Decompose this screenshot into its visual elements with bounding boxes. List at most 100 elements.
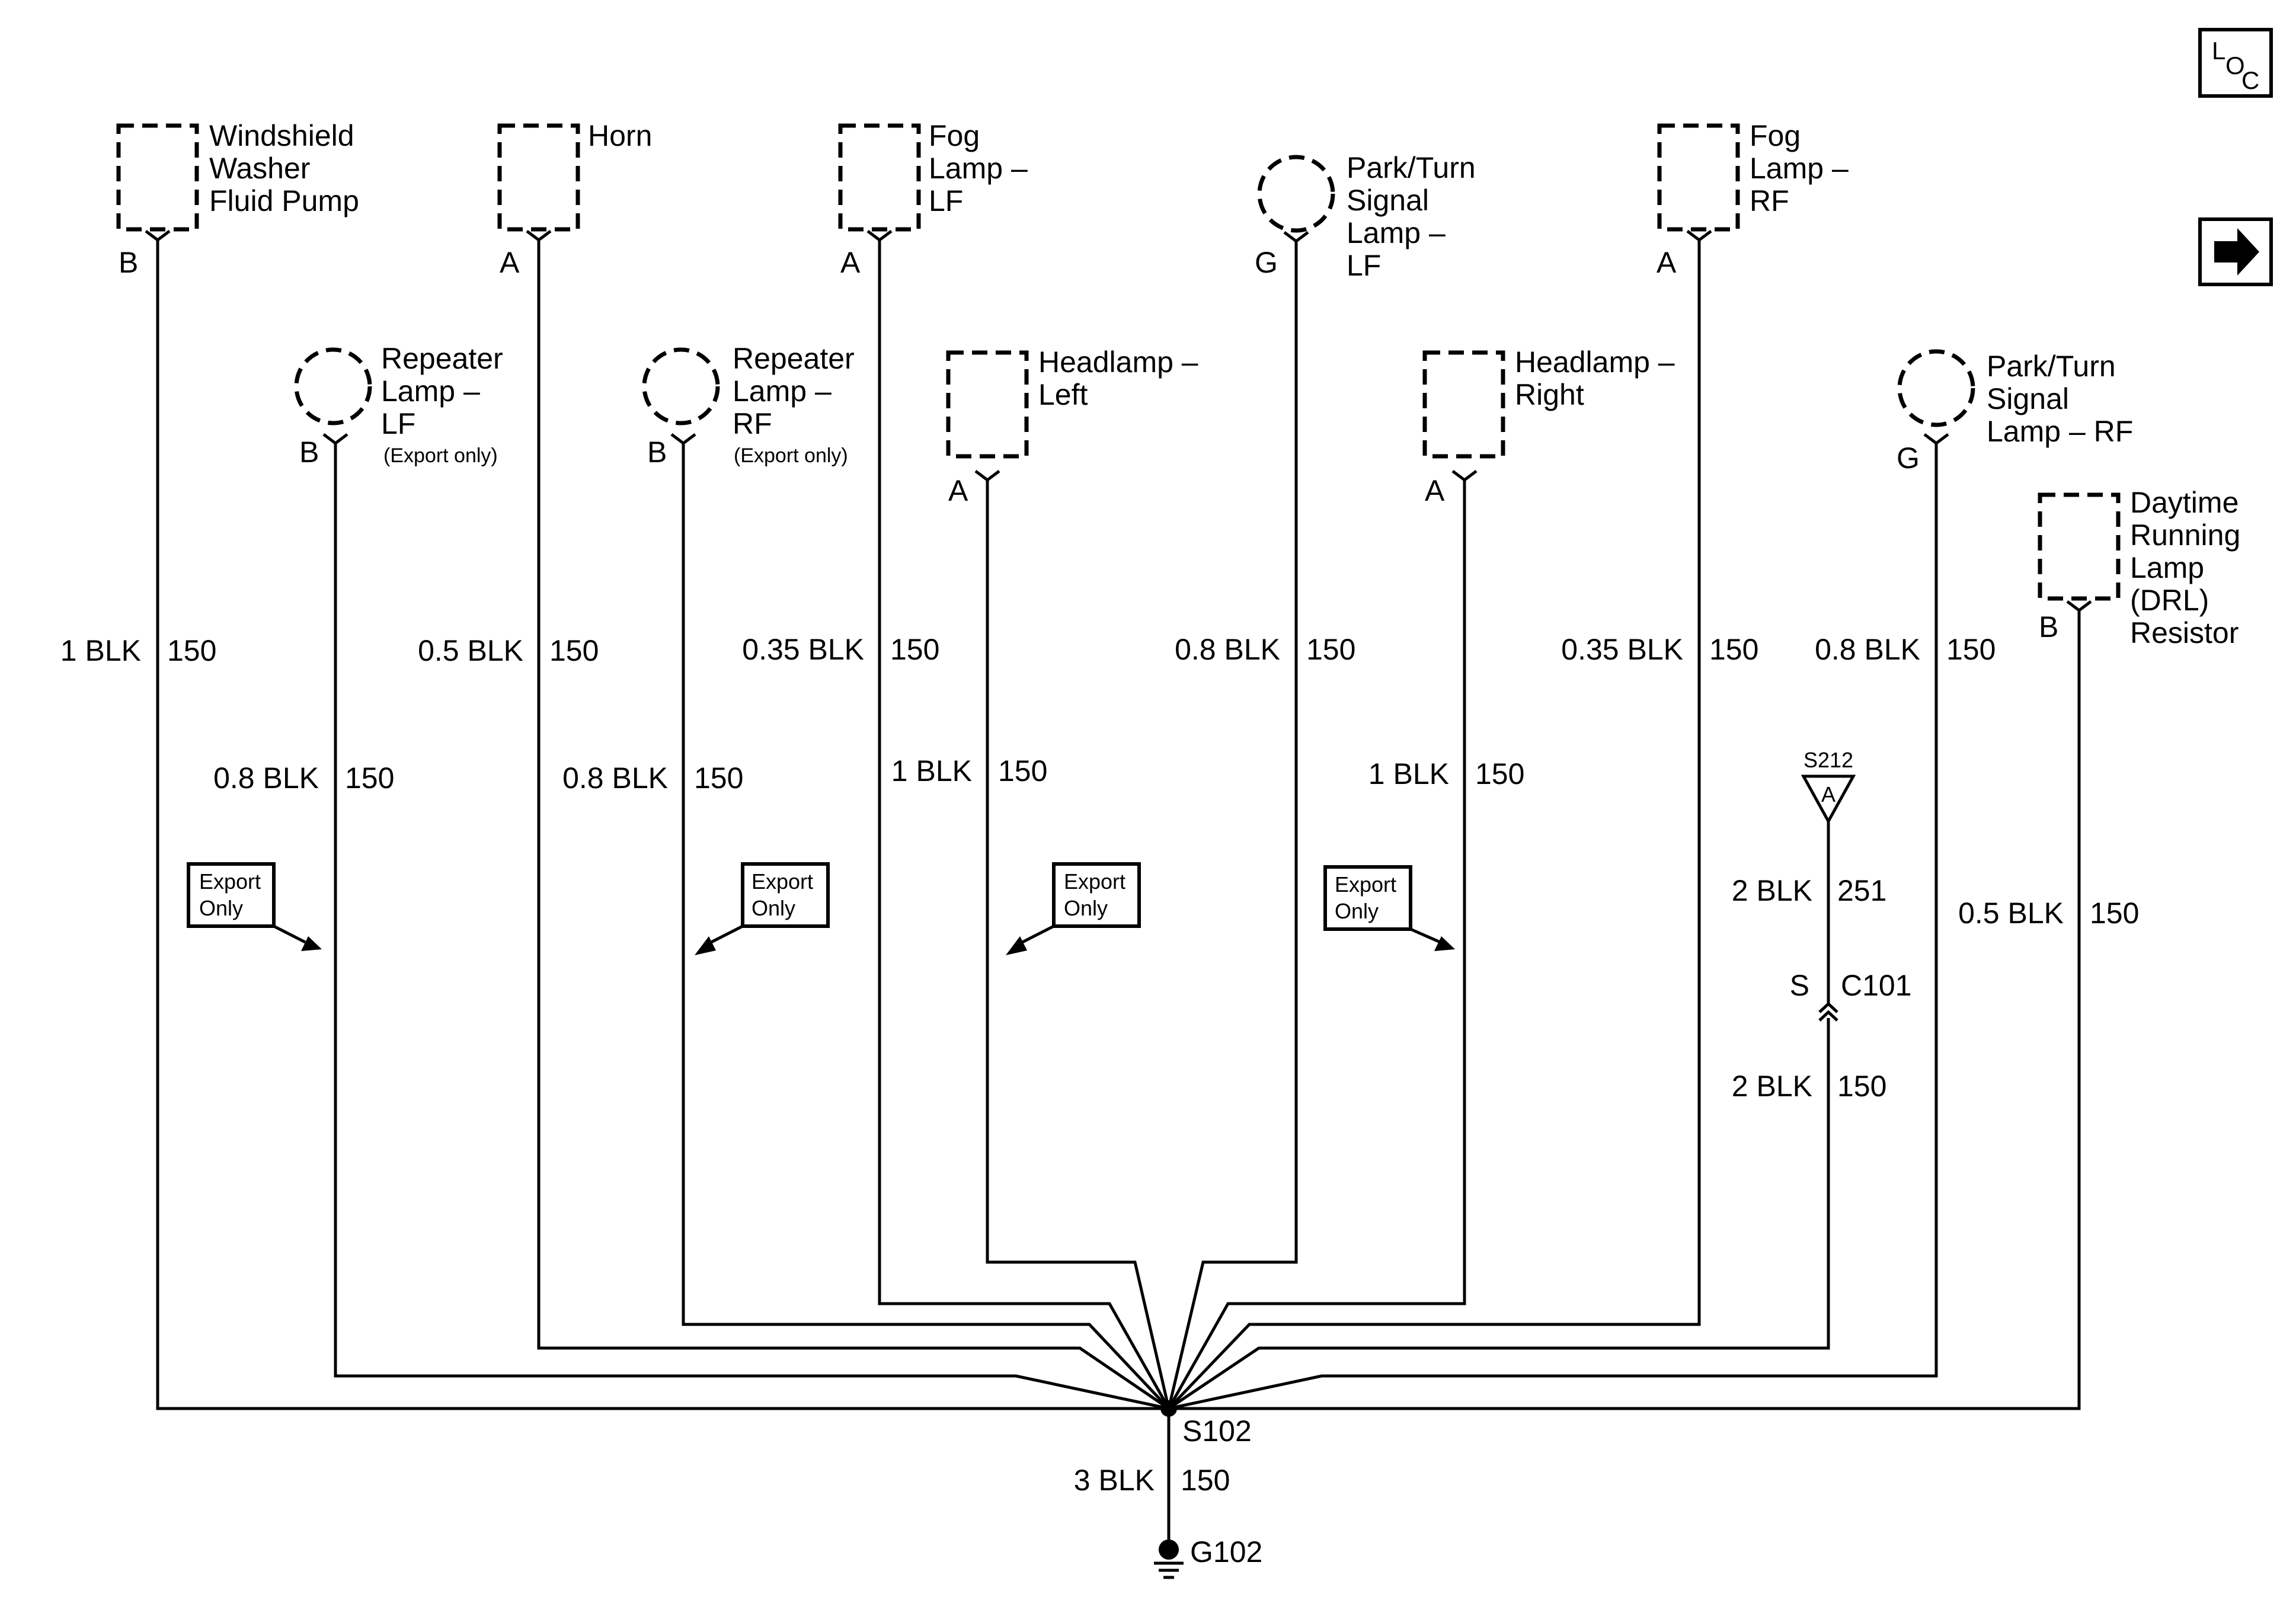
- connector-name: C101: [1841, 969, 1912, 1002]
- next-page-button[interactable]: [2198, 217, 2273, 286]
- export-only-callout: Export Only: [695, 862, 830, 955]
- component-label: Resistor: [2130, 616, 2239, 649]
- ground-g102: G102: [1154, 1535, 1262, 1579]
- horn: Horn A: [497, 119, 652, 279]
- component-label: Park/Turn: [1347, 151, 1476, 184]
- component-label: Headlamp –: [1038, 345, 1198, 379]
- component-label: Right: [1515, 378, 1584, 411]
- ground-label: G102: [1190, 1535, 1262, 1569]
- drl-resistor: Daytime Running Lamp (DRL) Resistor B: [2038, 486, 2240, 649]
- component-label: Running: [2130, 518, 2240, 552]
- component-label: Daytime: [2130, 486, 2239, 519]
- pin-label: G: [1897, 441, 1920, 475]
- export-callouts: Export Only Export Only Export Only Expo…: [187, 862, 1455, 955]
- wire-circuit: 150: [1475, 757, 1524, 790]
- component-label: Left: [1038, 378, 1088, 411]
- callout-text: Only: [1064, 896, 1108, 920]
- repeater-lamp-lf: Repeater Lamp – LF (Export only) B: [294, 342, 503, 469]
- component-label: Signal: [1987, 382, 2069, 415]
- wire-s212-c101: [1168, 821, 1830, 1410]
- component-label: LF: [929, 184, 963, 217]
- pin-label: B: [119, 246, 138, 279]
- pin-label: A: [1657, 246, 1677, 279]
- splice-pin-label: A: [1821, 782, 1835, 806]
- wire-circuit: 150: [1709, 633, 1758, 666]
- component-label: Lamp – RF: [1987, 415, 2133, 448]
- wire-drl: [1169, 610, 2081, 1410]
- ground-icon: [1154, 1539, 1184, 1579]
- wire-gauge: 3 BLK: [1074, 1464, 1155, 1497]
- component-label: RF: [733, 407, 772, 440]
- wire-gauge: 0.8 BLK: [213, 761, 319, 795]
- component-label: Signal: [1347, 184, 1429, 217]
- pin-label: A: [500, 246, 520, 279]
- repeater-lamp-rf: Repeater Lamp – RF (Export only) B: [642, 342, 855, 469]
- wire-gauge: 2 BLK: [1732, 1070, 1812, 1103]
- wire-park-rf: [1168, 443, 1938, 1410]
- headlamp-right: Headlamp – Right A: [1422, 345, 1675, 507]
- wire-gauge: 0.35 BLK: [742, 633, 864, 666]
- pin-label: G: [1255, 246, 1278, 279]
- pin-label: B: [2039, 610, 2058, 644]
- component-label: Windshield: [209, 119, 354, 152]
- wire-gauge: 1 BLK: [60, 634, 141, 667]
- wire-labels: 1 BLK 150 0.5 BLK 150 0.35 BLK 150 0.8 B…: [60, 633, 2140, 1497]
- component-label: Horn: [588, 119, 652, 152]
- export-only-callout: Export Only: [1323, 865, 1455, 951]
- wires: [156, 240, 2081, 1550]
- component-note: (Export only): [383, 444, 498, 467]
- wire-circuit: 150: [1181, 1464, 1230, 1497]
- component-label: Lamp –: [1347, 216, 1446, 249]
- wire-circuit: 150: [345, 761, 394, 795]
- loc-letter: O: [2225, 52, 2245, 79]
- wire-headlamp-right: [1167, 480, 1466, 1410]
- callout-text: Only: [752, 896, 795, 920]
- component-label: Lamp –: [1750, 152, 1849, 185]
- component-label: Lamp: [2130, 551, 2204, 584]
- wire-headlamp-left: [986, 480, 1171, 1409]
- wire-park-lf: [1167, 240, 1298, 1409]
- component-label: Park/Turn: [1987, 350, 2116, 383]
- component-label: Lamp –: [733, 375, 832, 408]
- fog-lamp-rf: Fog Lamp – RF A: [1657, 119, 1849, 279]
- component-label: Repeater: [733, 342, 855, 375]
- wire-gauge: 0.5 BLK: [418, 634, 523, 667]
- splice-s212: S212 A: [1801, 748, 1856, 825]
- wire-circuit: 251: [1837, 874, 1886, 907]
- export-only-callout: Export Only: [187, 862, 322, 951]
- callout-text: Export: [752, 869, 813, 894]
- wire-circuit: 150: [694, 761, 743, 795]
- loc-button[interactable]: L O C: [2198, 28, 2273, 98]
- component-label: (DRL): [2130, 584, 2209, 617]
- park-turn-lamp-rf: Park/Turn Signal Lamp – RF G: [1897, 349, 2133, 475]
- wire-fog-lf: [878, 240, 1171, 1410]
- pin-label: A: [840, 246, 861, 279]
- wire-circuit: 150: [890, 633, 939, 666]
- wire-windshield-washer: [156, 240, 1169, 1410]
- fog-lamp-lf: Fog Lamp – LF A: [838, 119, 1028, 279]
- wire-gauge: 0.35 BLK: [1561, 633, 1683, 666]
- wire-gauge: 0.8 BLK: [1175, 633, 1280, 666]
- export-only-callout: Export Only: [1006, 862, 1141, 955]
- components: Windshield Washer Fluid Pump B Horn A Fo…: [116, 119, 2240, 649]
- connector-pin-label: S: [1790, 969, 1809, 1002]
- wire-circuit: 150: [998, 754, 1047, 788]
- splice-label: S212: [1803, 748, 1853, 772]
- wire-circuit: 150: [549, 634, 599, 667]
- splice-label: S102: [1182, 1414, 1252, 1448]
- pin-label: A: [1425, 474, 1445, 507]
- wire-gauge: 1 BLK: [891, 754, 972, 788]
- wire-gauge: 0.8 BLK: [1815, 633, 1920, 666]
- callout-text: Only: [1335, 899, 1379, 923]
- component-label: LF: [381, 407, 415, 440]
- wire-circuit: 150: [2090, 897, 2139, 930]
- wire-repeater-rf: [682, 443, 1170, 1410]
- wire-repeater-lf: [334, 443, 1169, 1410]
- callout-text: Export: [1335, 872, 1396, 897]
- wire-fog-rf: [1168, 240, 1701, 1410]
- pin-label: A: [948, 474, 968, 507]
- park-turn-lamp-lf: Park/Turn Signal Lamp – LF G: [1255, 151, 1476, 282]
- callout-text: Export: [1064, 869, 1125, 894]
- component-label: Fog: [1750, 119, 1801, 152]
